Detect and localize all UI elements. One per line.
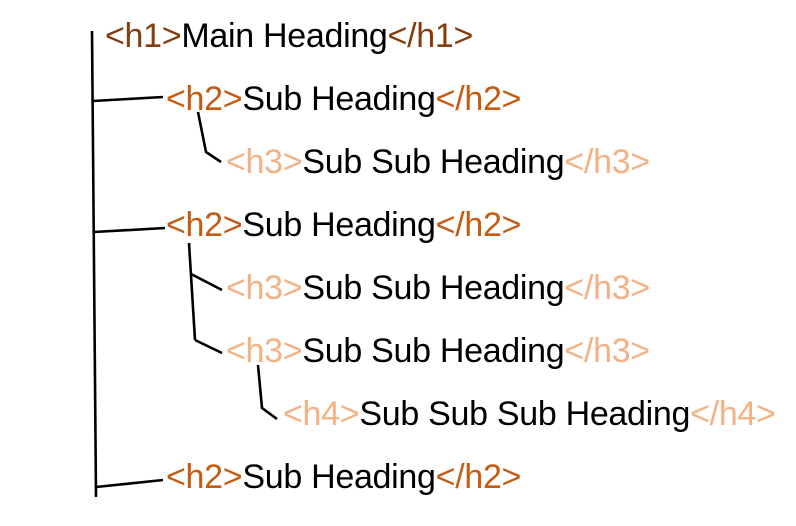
- close-tag-h2: </h2>: [435, 206, 522, 244]
- close-tag-h2: </h2>: [435, 80, 522, 118]
- open-tag-h4: <h4>: [283, 395, 360, 433]
- open-tag-h2: <h2>: [166, 206, 243, 244]
- connector-branch-h2-3: [95, 478, 164, 489]
- open-tag-h1: <h1>: [105, 17, 182, 55]
- connector-elbow-h3-1: [196, 111, 222, 164]
- close-tag-h1: </h1>: [387, 17, 474, 55]
- heading-text: Main Heading: [181, 17, 388, 55]
- heading-row-h4-6: <h4>Sub Sub Sub Heading</h4>: [283, 392, 776, 436]
- open-tag-h3: <h3>: [226, 332, 303, 370]
- close-tag-h3: </h3>: [564, 269, 650, 307]
- open-tag-h2: <h2>: [166, 458, 243, 496]
- heading-row-h1-0: <h1>Main Heading</h1>: [105, 14, 473, 58]
- open-tag-h3: <h3>: [226, 143, 303, 181]
- open-tag-h2: <h2>: [166, 80, 243, 118]
- heading-row-h2-3: <h2>Sub Heading</h2>: [166, 203, 521, 247]
- heading-text: Sub Sub Heading: [302, 332, 565, 370]
- connector-stem-h2-2: [187, 242, 197, 341]
- heading-row-h3-5: <h3>Sub Sub Heading</h3>: [226, 329, 650, 373]
- connector-trunk: [90, 30, 98, 498]
- close-tag-h2: </h2>: [435, 458, 522, 496]
- connector-elbow-h3-3: [194, 338, 223, 355]
- close-tag-h3: </h3>: [564, 143, 650, 181]
- connector-branch-h2-1: [92, 95, 164, 103]
- heading-text: Sub Heading: [242, 206, 436, 244]
- connector-branch-h2-2: [93, 226, 166, 234]
- heading-row-h2-1: <h2>Sub Heading</h2>: [166, 77, 521, 121]
- heading-row-h3-4: <h3>Sub Sub Heading</h3>: [226, 266, 650, 310]
- connector-elbow-h4-1: [256, 364, 278, 421]
- close-tag-h4: </h4>: [690, 395, 776, 433]
- heading-row-h3-2: <h3>Sub Sub Heading</h3>: [226, 140, 650, 184]
- heading-text: Sub Sub Heading: [302, 269, 565, 307]
- heading-text: Sub Sub Sub Heading: [359, 395, 691, 433]
- heading-text: Sub Heading: [242, 458, 436, 496]
- heading-text: Sub Sub Heading: [302, 143, 565, 181]
- connector-elbow-h3-2: [190, 272, 223, 292]
- heading-row-h2-7: <h2>Sub Heading</h2>: [166, 455, 521, 499]
- heading-text: Sub Heading: [242, 80, 436, 118]
- close-tag-h3: </h3>: [564, 332, 650, 370]
- open-tag-h3: <h3>: [226, 269, 303, 307]
